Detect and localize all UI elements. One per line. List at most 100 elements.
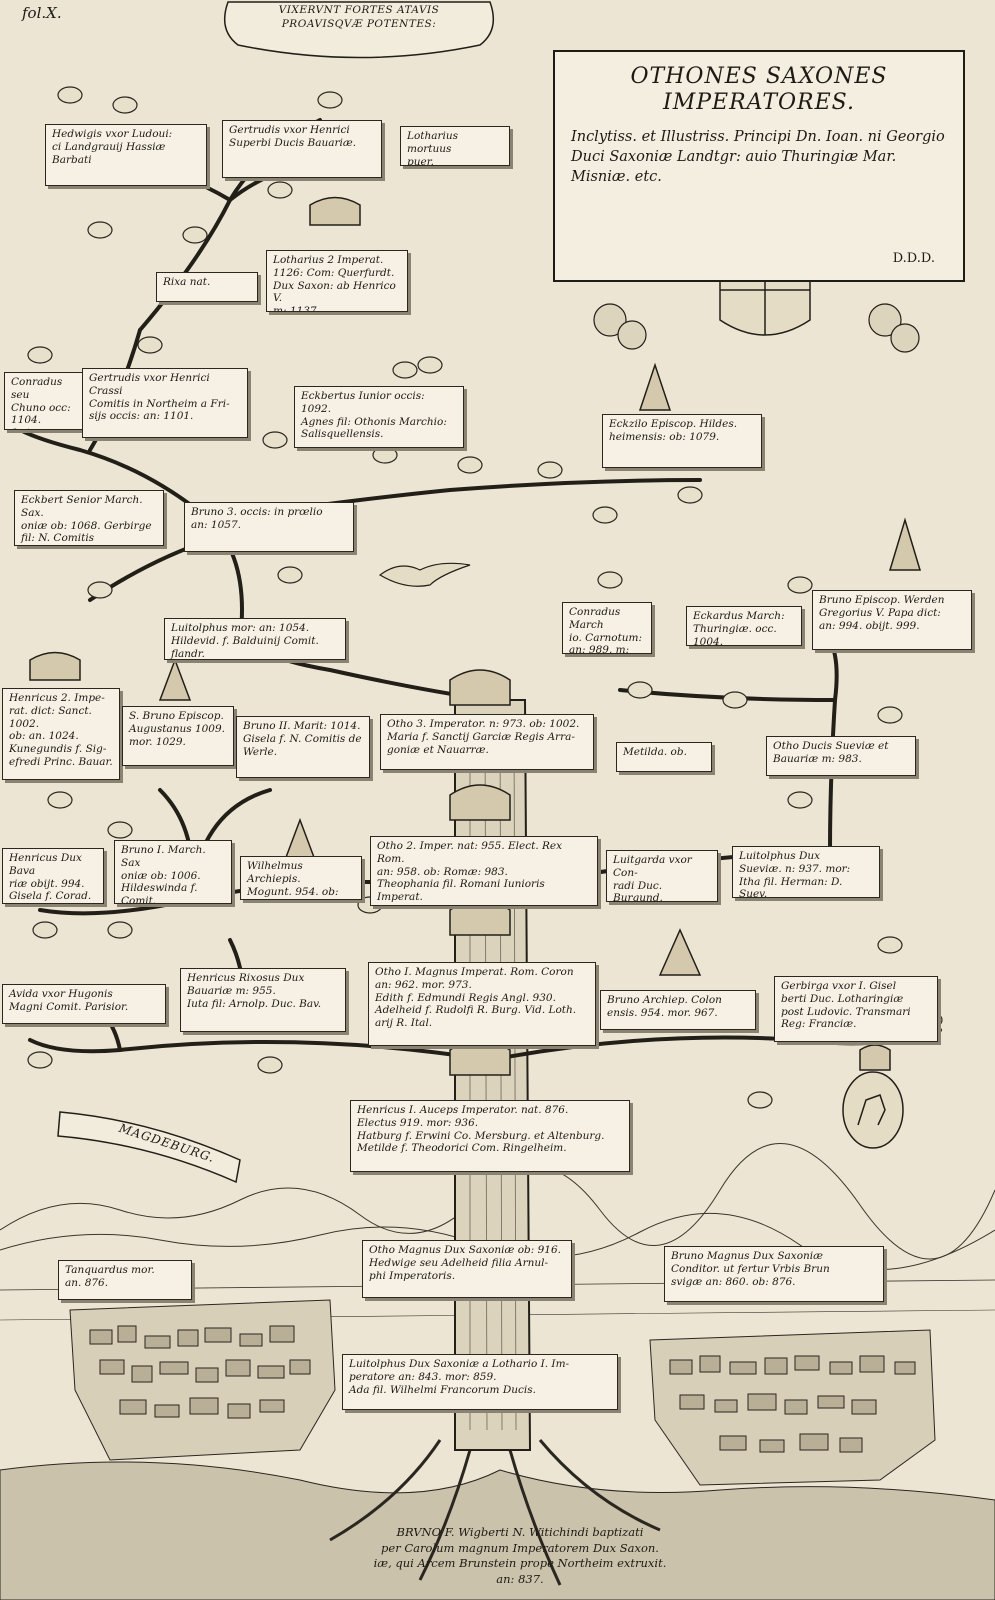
label-line: Hatburg f. Erwini Co. Mersburg. et Alten… — [357, 1129, 605, 1142]
label-bruno2: Bruno II. Marit: 1014.Gisela f. N. Comit… — [236, 716, 370, 778]
label-line: Gregorius V. Papa dict: — [819, 606, 941, 619]
label-line: Superbi Ducis Bauariæ. — [229, 136, 357, 149]
label-line: an: 1057. — [191, 518, 241, 531]
label-line: Luitolphus Dux Saxoniæ a Lothario I. Im- — [349, 1358, 570, 1370]
label-line: Bruno Archiep. Colon — [607, 994, 722, 1006]
label-line: Metilde f. Theodorici Com. Ringelheim. — [357, 1142, 567, 1155]
label-line: Theophania fil. Romani Iunioris Imperat. — [377, 878, 545, 904]
label-line: Dux Saxon: ab Henrico V. — [273, 279, 396, 305]
motto-line-1: VIXERVNT FORTES ATAVIS — [278, 4, 440, 16]
label-line: Werle. — [243, 745, 278, 758]
label-line: Conradus March — [569, 606, 621, 631]
label-line: Bruno 3. occis: in prœlio — [191, 506, 323, 518]
label-line: Hedwigis vxor Ludoui: — [52, 128, 173, 140]
label-line: Reg: Franciæ. — [781, 1018, 857, 1031]
label-rixa: Rixa nat. — [156, 272, 258, 302]
label-line: svigæ an: 860. ob: 876. — [671, 1275, 796, 1288]
label-line: Hedwige seu Adelheid filia Arnul- — [369, 1256, 549, 1269]
label-metilda: Metilda. ob. — [616, 742, 712, 772]
label-line: Ada fil. Wilhelmi Francorum Ducis. — [349, 1383, 537, 1396]
label-line: Conradus seu — [11, 376, 63, 401]
motto-line-2: PROAVISQVÆ POTENTES: — [281, 17, 437, 30]
label-luitolphus-dux: Luitolphus Dux Saxoniæ a Lothario I. Im-… — [342, 1354, 618, 1410]
label-bruno-aug: S. Bruno Episcop.Augustanus 1009.mor. 10… — [122, 706, 234, 766]
label-line: mor. 1029. — [129, 735, 186, 748]
label-line: sijs occis: an: 1101. — [89, 410, 194, 423]
label-line: Wilhelmus Archiepis. — [247, 860, 303, 885]
label-line: Luitolphus Dux — [739, 850, 821, 862]
motto: VIXERVNT FORTES ATAVIS PROAVISQVÆ POTENT… — [230, 0, 488, 44]
label-line: Rixa nat. — [163, 276, 211, 288]
label-line: Henricus 2. Impe- — [9, 692, 105, 704]
dedication-line-2: per Carolum magnum Imperatorem Dux Saxon… — [381, 1540, 659, 1555]
label-line: Otho I. Magnus Imperat. Rom. Coron — [375, 966, 574, 978]
label-tanquardus: Tanquardus mor.an. 876. — [58, 1260, 192, 1300]
label-line: arij R. Ital. — [375, 1017, 433, 1030]
label-line: goniæ et Nauarræ. — [387, 743, 489, 756]
label-line: Salisquellensis. — [301, 428, 384, 441]
label-line: Henricus Rixosus Dux — [187, 972, 305, 984]
title-line-1: OTHONES SAXONES — [630, 64, 888, 89]
label-line: peratore an: 843. mor: 859. — [349, 1370, 497, 1383]
label-line: Barbati — [52, 153, 92, 166]
label-line: phi Imperatoris. — [369, 1269, 456, 1282]
label-line: Conditor. ut fertur Vrbis Brun — [671, 1262, 830, 1275]
label-otho3: Otho 3. Imperator. n: 973. ob: 1002.Mari… — [380, 714, 594, 770]
label-line: Tanquardus mor. — [65, 1264, 155, 1276]
label-line: riæ obijt. 994. — [9, 877, 85, 890]
label-line: Bruno I. March. Sax — [121, 844, 206, 869]
label-line: Eckardus March: — [693, 610, 785, 622]
label-line: Magni Comit. Parisior. — [9, 1000, 129, 1013]
label-lotharius-imp: Lotharius 2 Imperat.1126: Com: Querfurdt… — [266, 250, 408, 312]
label-line: radi Duc. Burgund. — [613, 879, 663, 902]
label-line: Kunegundis f. Sig- — [9, 743, 107, 756]
label-line: Gerbirga vxor I. Gisel — [781, 980, 897, 992]
label-line: Henricus I. Auceps Imperator. nat. 876. — [357, 1104, 569, 1116]
label-line: Constantinopolitani. — [377, 904, 591, 905]
label-line: Maria f. Sanctij Garciæ Regis Arra- — [387, 730, 575, 743]
crown-icons — [29, 196, 891, 1076]
label-hedwigis: Hedwigis vxor Ludoui:ci Landgrauij Hassi… — [45, 124, 207, 186]
label-line: fil: N. Comitis Landsperg. — [21, 532, 95, 545]
motto-frame — [223, 1, 495, 59]
label-line: berti Duc. Lotharingiæ — [781, 992, 904, 1005]
ground — [0, 1461, 995, 1600]
label-line: Gisela f. N. Comitis de — [243, 732, 362, 745]
label-line: Bruno II. Marit: 1014. — [243, 720, 361, 732]
tree-roots — [329, 1439, 661, 1586]
dedication-text: Inclytiss. et Illustriss. Principi Dn. I… — [571, 128, 945, 186]
label-line: Gertrudis vxor Henrici Crassi — [89, 372, 210, 397]
label-line: Bauariæ m: 955. — [187, 984, 276, 997]
label-line: Metilda. ob. — [623, 746, 687, 758]
label-line: io. Carnotum: — [569, 631, 643, 644]
label-line: Otho 3. Imperator. n: 973. ob: 1002. — [387, 718, 580, 730]
label-line: Agnes fil: Othonis Marchio: — [301, 415, 447, 428]
label-line: an: 958. ob: Romæ: 983. — [377, 865, 508, 878]
label-line: frater Henrici. — [11, 427, 77, 429]
label-line: Itha fil. Herman: D. Suev. — [739, 875, 843, 898]
label-line: Thuringiæ. occ. 1004. — [693, 622, 777, 646]
horse-shield-icon — [842, 1071, 904, 1149]
folio-number: fol.X. — [22, 4, 62, 22]
label-line: Adelheid f. Rudolfi R. Burg. Vid. Loth. — [375, 1004, 577, 1017]
label-line: Lotharius 2 Imperat. — [273, 254, 384, 266]
label-eckardus: Eckardus March:Thuringiæ. occ. 1004. — [686, 606, 802, 646]
label-line: Bruno Magnus Dux Saxoniæ — [671, 1250, 824, 1262]
label-eckzilo: Eckzilo Episcop. Hildes.heimensis: ob: 1… — [602, 414, 762, 468]
label-line: efredi Princ. Bauar. — [9, 755, 113, 768]
label-line: Hildevid. f. Balduinij Comit. flandr. — [171, 634, 319, 660]
label-luitgarda: Luitgarda vxor Con-radi Duc. Burgund.iæ:… — [606, 850, 718, 902]
banner-scroll — [57, 1111, 241, 1184]
label-line: post Ludovic. Transmari — [781, 1005, 911, 1018]
